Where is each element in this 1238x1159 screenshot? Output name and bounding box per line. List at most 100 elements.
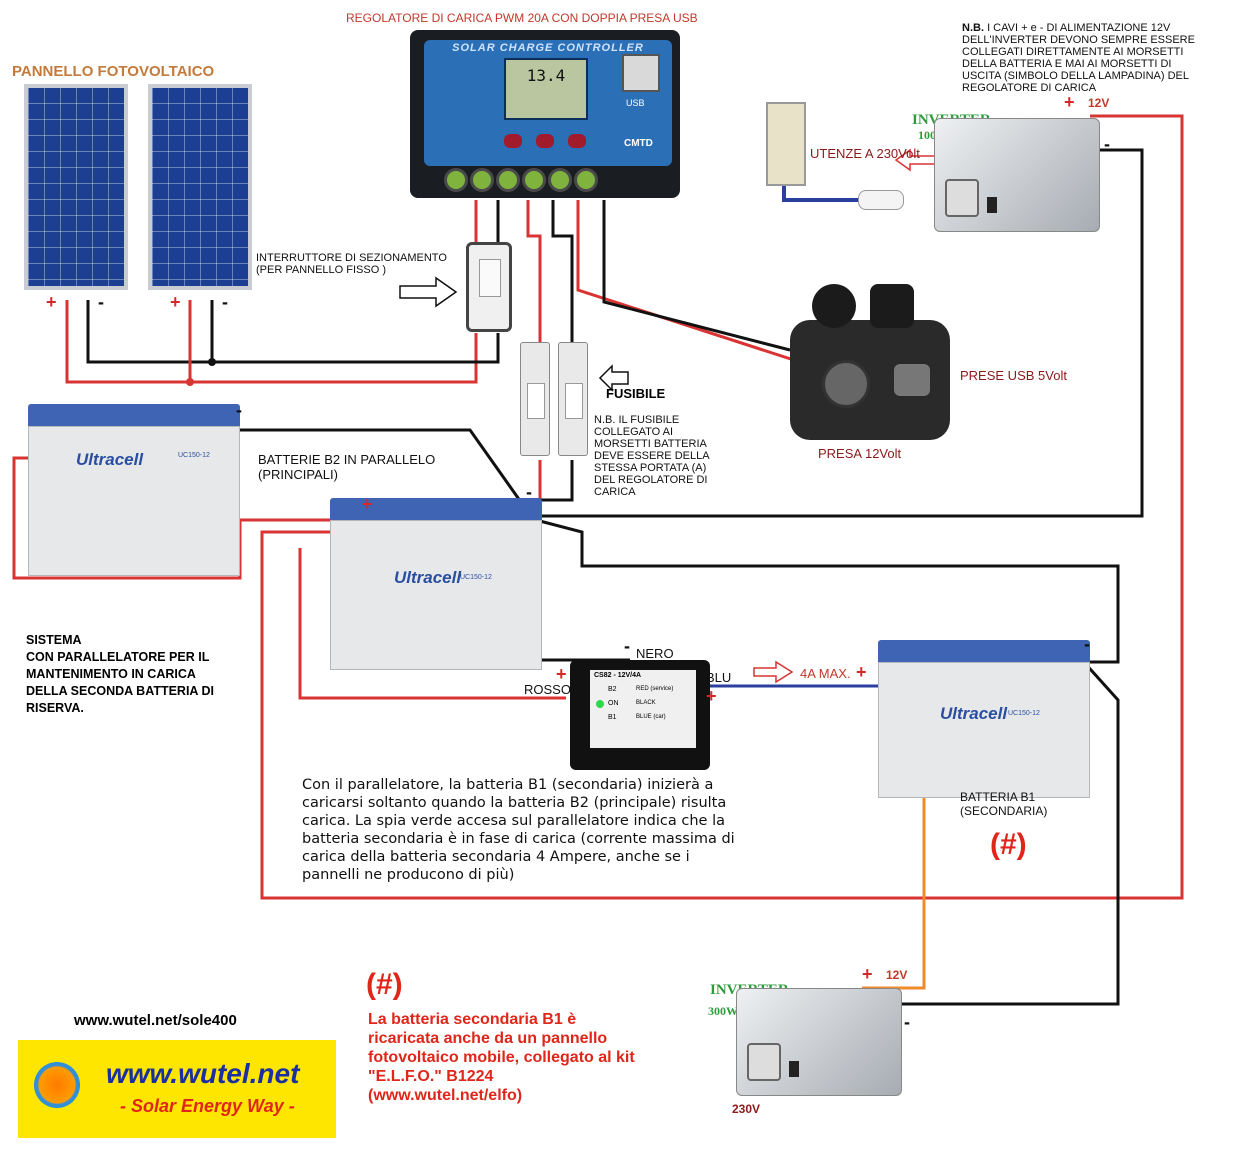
junction-dot (208, 358, 216, 366)
battery-body (878, 662, 1090, 798)
controller-terminal-batt-neg (522, 168, 546, 192)
battery-model: UC150-12 (178, 452, 210, 459)
batteries-main-label: BATTERIE B2 IN PARALLELO (PRINCIPALI) (258, 452, 436, 482)
paralleler-cs82: CS82 - 12V/4A B2 ON B1 RED (service) BLA… (570, 660, 710, 770)
wire-controller-fuse-neg (551, 200, 574, 342)
controller-title: REGOLATORE DI CARICA PWM 20A CON DOPPIA … (346, 11, 698, 25)
logo-tagline: - Solar Energy Way - (120, 1096, 295, 1116)
battery-b2-front-minus: - (526, 482, 532, 502)
usb-outlets-label: PRESE USB 5Volt (960, 368, 1067, 383)
charge-controller: SOLAR CHARGE CONTROLLER 13.4 USB CMTD (410, 30, 680, 198)
panel2-minus: - (222, 292, 228, 312)
inverter-big-output: UTENZE A 230Volt (810, 146, 920, 161)
paralleler-red-service: RED (service) (636, 686, 674, 692)
inverter-note-text: I CAVI + e - DI ALIMENTAZIONE 12V DELL'I… (962, 22, 1195, 94)
wutel-logo: www.wutel.net - Solar Energy Way - (18, 1040, 336, 1138)
inverter-socket (747, 1043, 781, 1081)
wire-b2-b1-neg (535, 518, 1120, 664)
junction-dot (186, 378, 194, 386)
wire-paralleler-red (298, 548, 566, 700)
inverter-small-minus: - (904, 1012, 910, 1032)
arrow-4a-max (753, 660, 794, 684)
panel2-plus: + (170, 292, 181, 312)
fuse-note: N.B. IL FUSIBILE COLLEGATO AI MORSETTI B… (594, 414, 710, 498)
website-link[interactable]: www.wutel.net/sole400 (74, 1012, 237, 1029)
paralleler-model: CS82 - 12V/4A (594, 672, 642, 679)
solar-panel-2 (148, 84, 252, 290)
wire-controller-usb-neg (602, 200, 791, 352)
arrow-to-outlet (894, 148, 937, 172)
inverter-switch (789, 1061, 799, 1077)
battery-b1-minus: - (1084, 634, 1090, 654)
controller-button-left (504, 134, 522, 148)
controller-lcd: 13.4 (504, 58, 588, 120)
paralleler-led-b1: B1 (608, 714, 617, 721)
panel1-plus: + (46, 292, 57, 312)
wire-inverter-neg (536, 148, 1144, 518)
panels-label: PANNELLO FOTOVOLTAICO (12, 63, 215, 80)
battery-b1: Ultracell UC150-12 (878, 640, 1090, 798)
switch-label: INTERRUTTORE DI SEZIONAMENTO (PER PANNEL… (256, 252, 447, 276)
inverter-300w (736, 988, 902, 1096)
wire-fuse-battery-neg (528, 460, 574, 502)
wire-paralleler-black (526, 520, 630, 662)
controller-brand: CMTD (624, 138, 653, 149)
fuse-label: FUSIBILE (606, 386, 666, 401)
paralleler-led-on: ON (608, 700, 619, 707)
controller-lcd-value: 13.4 (526, 66, 566, 85)
wire-b1-inverter-neg (900, 658, 1120, 1006)
paralleler-minus: - (624, 636, 630, 656)
controller-terminal-panel-pos (444, 168, 468, 192)
inverter-big-plus: + (1064, 92, 1075, 112)
paralleler-blu: BLU (706, 670, 732, 685)
paralleler-label-plate: CS82 - 12V/4A B2 ON B1 RED (service) BLA… (590, 670, 696, 748)
wire-panel1-positive (65, 300, 478, 384)
wire-battery-parallel-neg (240, 428, 530, 513)
paralleler-led-b2: B2 (608, 686, 617, 693)
inverter-note-bold: N.B. (962, 22, 984, 34)
switch-key (479, 259, 501, 297)
controller-terminal-batt-pos (496, 168, 520, 192)
inverter-socket (945, 179, 979, 217)
battery-model: UC150-12 (1008, 710, 1040, 717)
socket-12v-label: PRESA 12Volt (818, 446, 902, 461)
controller-terminal-load-neg (574, 168, 598, 192)
battery-secondary-label: BATTERIA B1 (SECONDARIA) (960, 790, 1048, 818)
wire-inverter-pos (260, 114, 1184, 900)
controller-usb-ports (622, 54, 660, 92)
paralleler-nero: NERO (636, 646, 674, 661)
arrow-to-switch (399, 276, 458, 308)
fuse-holder-1 (520, 342, 550, 456)
wire-controller-usb-pos (576, 200, 801, 364)
battery-model: UC150-12 (460, 574, 492, 581)
controller-terminal-load-pos (548, 168, 572, 192)
inverter-small-plus: + (862, 964, 873, 984)
plug (858, 190, 904, 210)
battery-b2-front: Ultracell UC150-12 (330, 498, 542, 670)
controller-usb-label: USB (626, 98, 645, 108)
socket-usb-cap (870, 284, 914, 328)
wire-panel1-negative (86, 300, 500, 364)
fuse-holder-2 (558, 342, 588, 456)
description-paragraph: Con il parallelatore, la batteria B1 (se… (302, 777, 735, 883)
wire-controller-fuse-pos (526, 200, 542, 342)
solar-panel-1 (24, 84, 128, 290)
footnote-text: La batteria secondaria B1 è ricaricata a… (368, 1011, 635, 1104)
battery-b2-back-minus: - (236, 400, 242, 420)
logo-title: www.wutel.net (106, 1058, 300, 1089)
controller-terminal-panel-neg (470, 168, 494, 192)
system-label: SISTEMA CON PARALLELATORE PER IL MANTENI… (26, 633, 214, 715)
inverter-switch (987, 197, 997, 213)
battery-secondary-hash: (#) (990, 828, 1027, 861)
inverter-big-minus: - (1104, 134, 1110, 154)
paralleler-blue-car: BLUE (car) (636, 714, 666, 720)
battery-b1-plus: + (856, 662, 867, 682)
socket-12v-hole (822, 360, 870, 408)
paralleler-black: BLACK (636, 700, 656, 706)
paralleler-max: 4A MAX. (800, 666, 851, 681)
inverter-note: N.B. I CAVI + e - DI ALIMENTAZIONE 12V D… (962, 10, 1195, 94)
controller-button-mid (536, 134, 554, 148)
paralleler-blu-plus: + (706, 686, 717, 706)
controller-brand-title: SOLAR CHARGE CONTROLLER (452, 42, 644, 54)
inverter-1000w (934, 118, 1100, 232)
